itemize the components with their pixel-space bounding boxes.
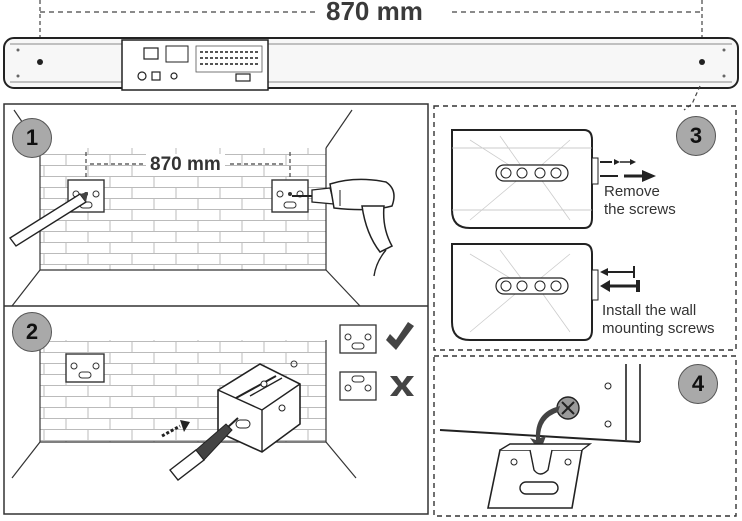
panel-steps-1-2: [3, 103, 429, 515]
bracket-spacing-label: 870 mm: [146, 154, 225, 176]
soundbar: [3, 0, 739, 111]
screw-head-icon: [556, 396, 580, 420]
install-caption-line2: mounting screws: [602, 320, 715, 337]
curved-arrow-icon: [530, 406, 560, 452]
pencil-icon: [8, 192, 88, 247]
install-caption-line1: Install the wall: [602, 302, 697, 319]
check-icon: [386, 322, 414, 350]
arrow-push-icon: [161, 420, 190, 438]
mount-hole-left: [37, 59, 43, 65]
soundbar-body: [3, 37, 739, 89]
panel-step-3: [433, 105, 737, 351]
mount-hole-right: [699, 59, 705, 65]
step-badge-3: 3: [676, 116, 716, 156]
screws-removed-icon: [600, 159, 656, 182]
drill-icon: [292, 178, 395, 277]
cross-icon: [390, 376, 414, 396]
step-badge-1: 1: [12, 118, 52, 158]
soundbar-width-label: 870 mm: [320, 0, 429, 27]
screw-icon: [235, 375, 283, 399]
screwdriver-icon: [169, 417, 239, 481]
soundbar-end-top: [451, 129, 599, 229]
step-badge-4: 4: [678, 364, 718, 404]
wall-bracket-hook: [487, 443, 593, 509]
step2-wall: [11, 340, 357, 479]
connector-panel: [121, 39, 269, 91]
remove-caption-line1: Remove: [604, 183, 660, 200]
panel-step-4: [433, 355, 737, 517]
wall-bracket-mounted: [65, 353, 105, 383]
soundbar-end-bottom: [451, 243, 599, 341]
mounting-screws-icon: [600, 266, 640, 292]
remove-caption-line2: the screws: [604, 201, 676, 218]
step-badge-2: 2: [12, 312, 52, 352]
incorrect-orientation: [339, 371, 377, 401]
correct-orientation: [339, 324, 377, 354]
